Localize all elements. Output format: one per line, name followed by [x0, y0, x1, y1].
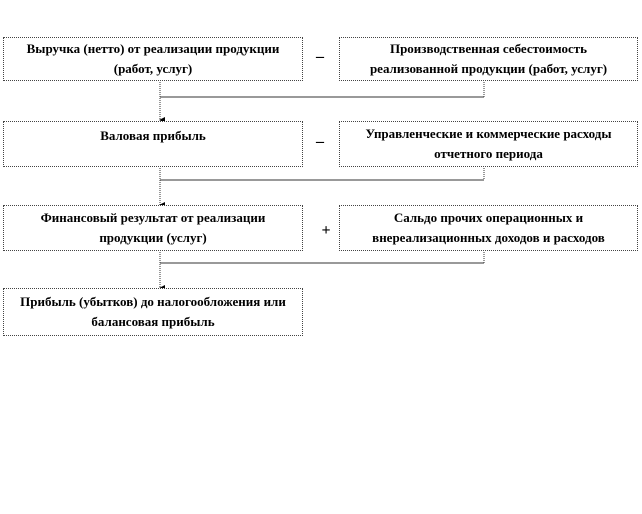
production-cost-box: Производственная себестоимость реализова…: [339, 37, 638, 81]
minus-operator: –: [316, 133, 324, 150]
gross-profit-label: Валовая прибыль: [100, 128, 206, 143]
other-income-box: Сальдо прочих операционных и внереализац…: [339, 205, 638, 251]
pretax-profit-box: Прибыль (убытков) до налогообложения или…: [3, 288, 303, 336]
production-cost-label: Производственная себестоимость реализова…: [369, 41, 608, 76]
gross-profit-box: Валовая прибыль: [3, 121, 303, 167]
admin-expenses-label: Управленческие и коммерческие расходы от…: [365, 126, 612, 161]
other-income-label: Сальдо прочих операционных и внереализац…: [372, 210, 605, 245]
pretax-profit-label: Прибыль (убытков) до налогообложения или…: [20, 294, 286, 329]
admin-expenses-box: Управленческие и коммерческие расходы от…: [339, 121, 638, 167]
sales-result-label: Финансовый результат от реализации проду…: [40, 210, 266, 245]
revenue-label: Выручка (нетто) от реализации продукции …: [26, 41, 280, 76]
sales-result-box: Финансовый результат от реализации проду…: [3, 205, 303, 251]
minus-operator: –: [316, 48, 324, 65]
plus-operator: +: [321, 222, 331, 239]
revenue-box: Выручка (нетто) от реализации продукции …: [3, 37, 303, 81]
